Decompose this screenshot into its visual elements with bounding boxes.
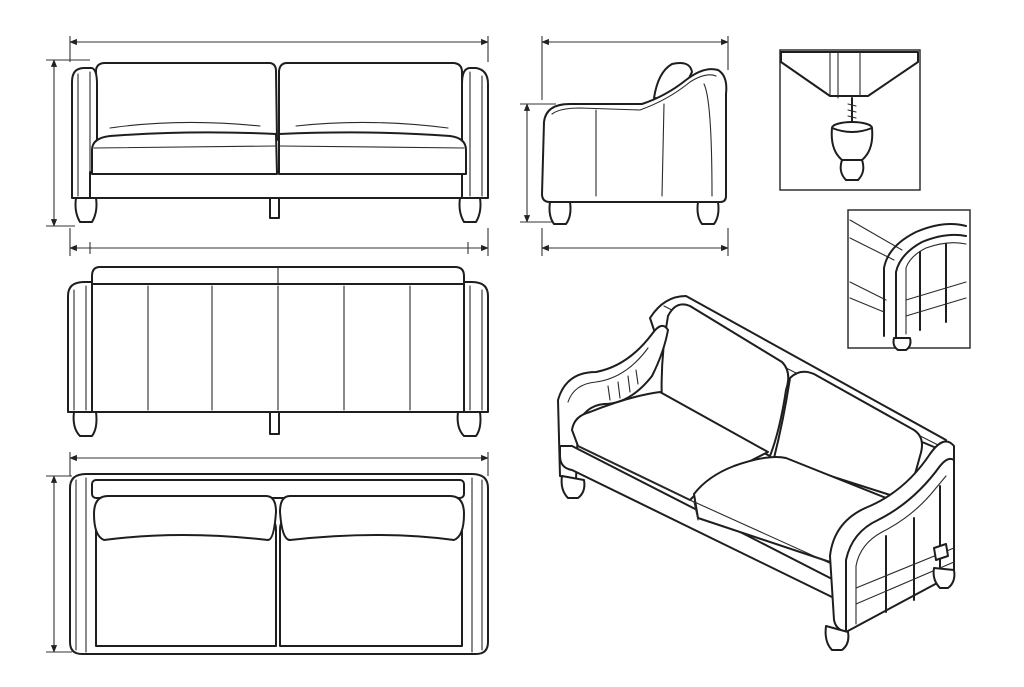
iso-frame-bracket xyxy=(933,543,949,561)
back-center-leg xyxy=(269,411,280,435)
frame-detail-box xyxy=(847,209,971,349)
front-seat-cushion-right xyxy=(278,131,467,175)
top-backrest xyxy=(91,479,465,499)
iso-leg-back-right xyxy=(932,567,956,589)
side-leg-back xyxy=(696,201,720,225)
front-leg-left xyxy=(74,197,98,223)
front-back-cushion-left xyxy=(95,62,278,141)
front-leg-right xyxy=(458,197,482,223)
top-back-cushion-right xyxy=(279,495,465,541)
back-leg-left xyxy=(72,411,98,437)
back-view xyxy=(67,266,489,437)
front-back-cushion-right xyxy=(278,62,463,141)
top-dimension-lines xyxy=(46,452,489,653)
back-arm-right xyxy=(463,281,489,413)
leg-detail-sofa-corner xyxy=(780,51,919,97)
back-arm-left xyxy=(67,281,93,413)
side-dimension-lines xyxy=(520,36,729,256)
isometric-view xyxy=(557,295,956,651)
leg-detail-bulb xyxy=(830,127,874,161)
frame-detail-leg xyxy=(892,337,912,351)
side-leg-front xyxy=(548,201,572,225)
front-center-leg xyxy=(269,197,280,219)
top-view xyxy=(46,452,489,655)
front-base-rail xyxy=(89,171,463,199)
front-view xyxy=(46,36,489,256)
leg-detail-foot xyxy=(839,159,865,181)
front-seat-cushion-left xyxy=(91,131,278,175)
side-body xyxy=(541,68,728,203)
iso-leg-front-left xyxy=(560,475,586,499)
side-view xyxy=(520,36,729,256)
iso-leg-front-right xyxy=(824,625,850,651)
frame-detail xyxy=(847,209,971,351)
leg-detail xyxy=(779,49,921,191)
back-leg-right xyxy=(456,411,482,437)
top-back-cushion-left xyxy=(93,495,277,541)
front-arm-right xyxy=(461,67,489,199)
front-dimension-lines xyxy=(46,36,489,256)
